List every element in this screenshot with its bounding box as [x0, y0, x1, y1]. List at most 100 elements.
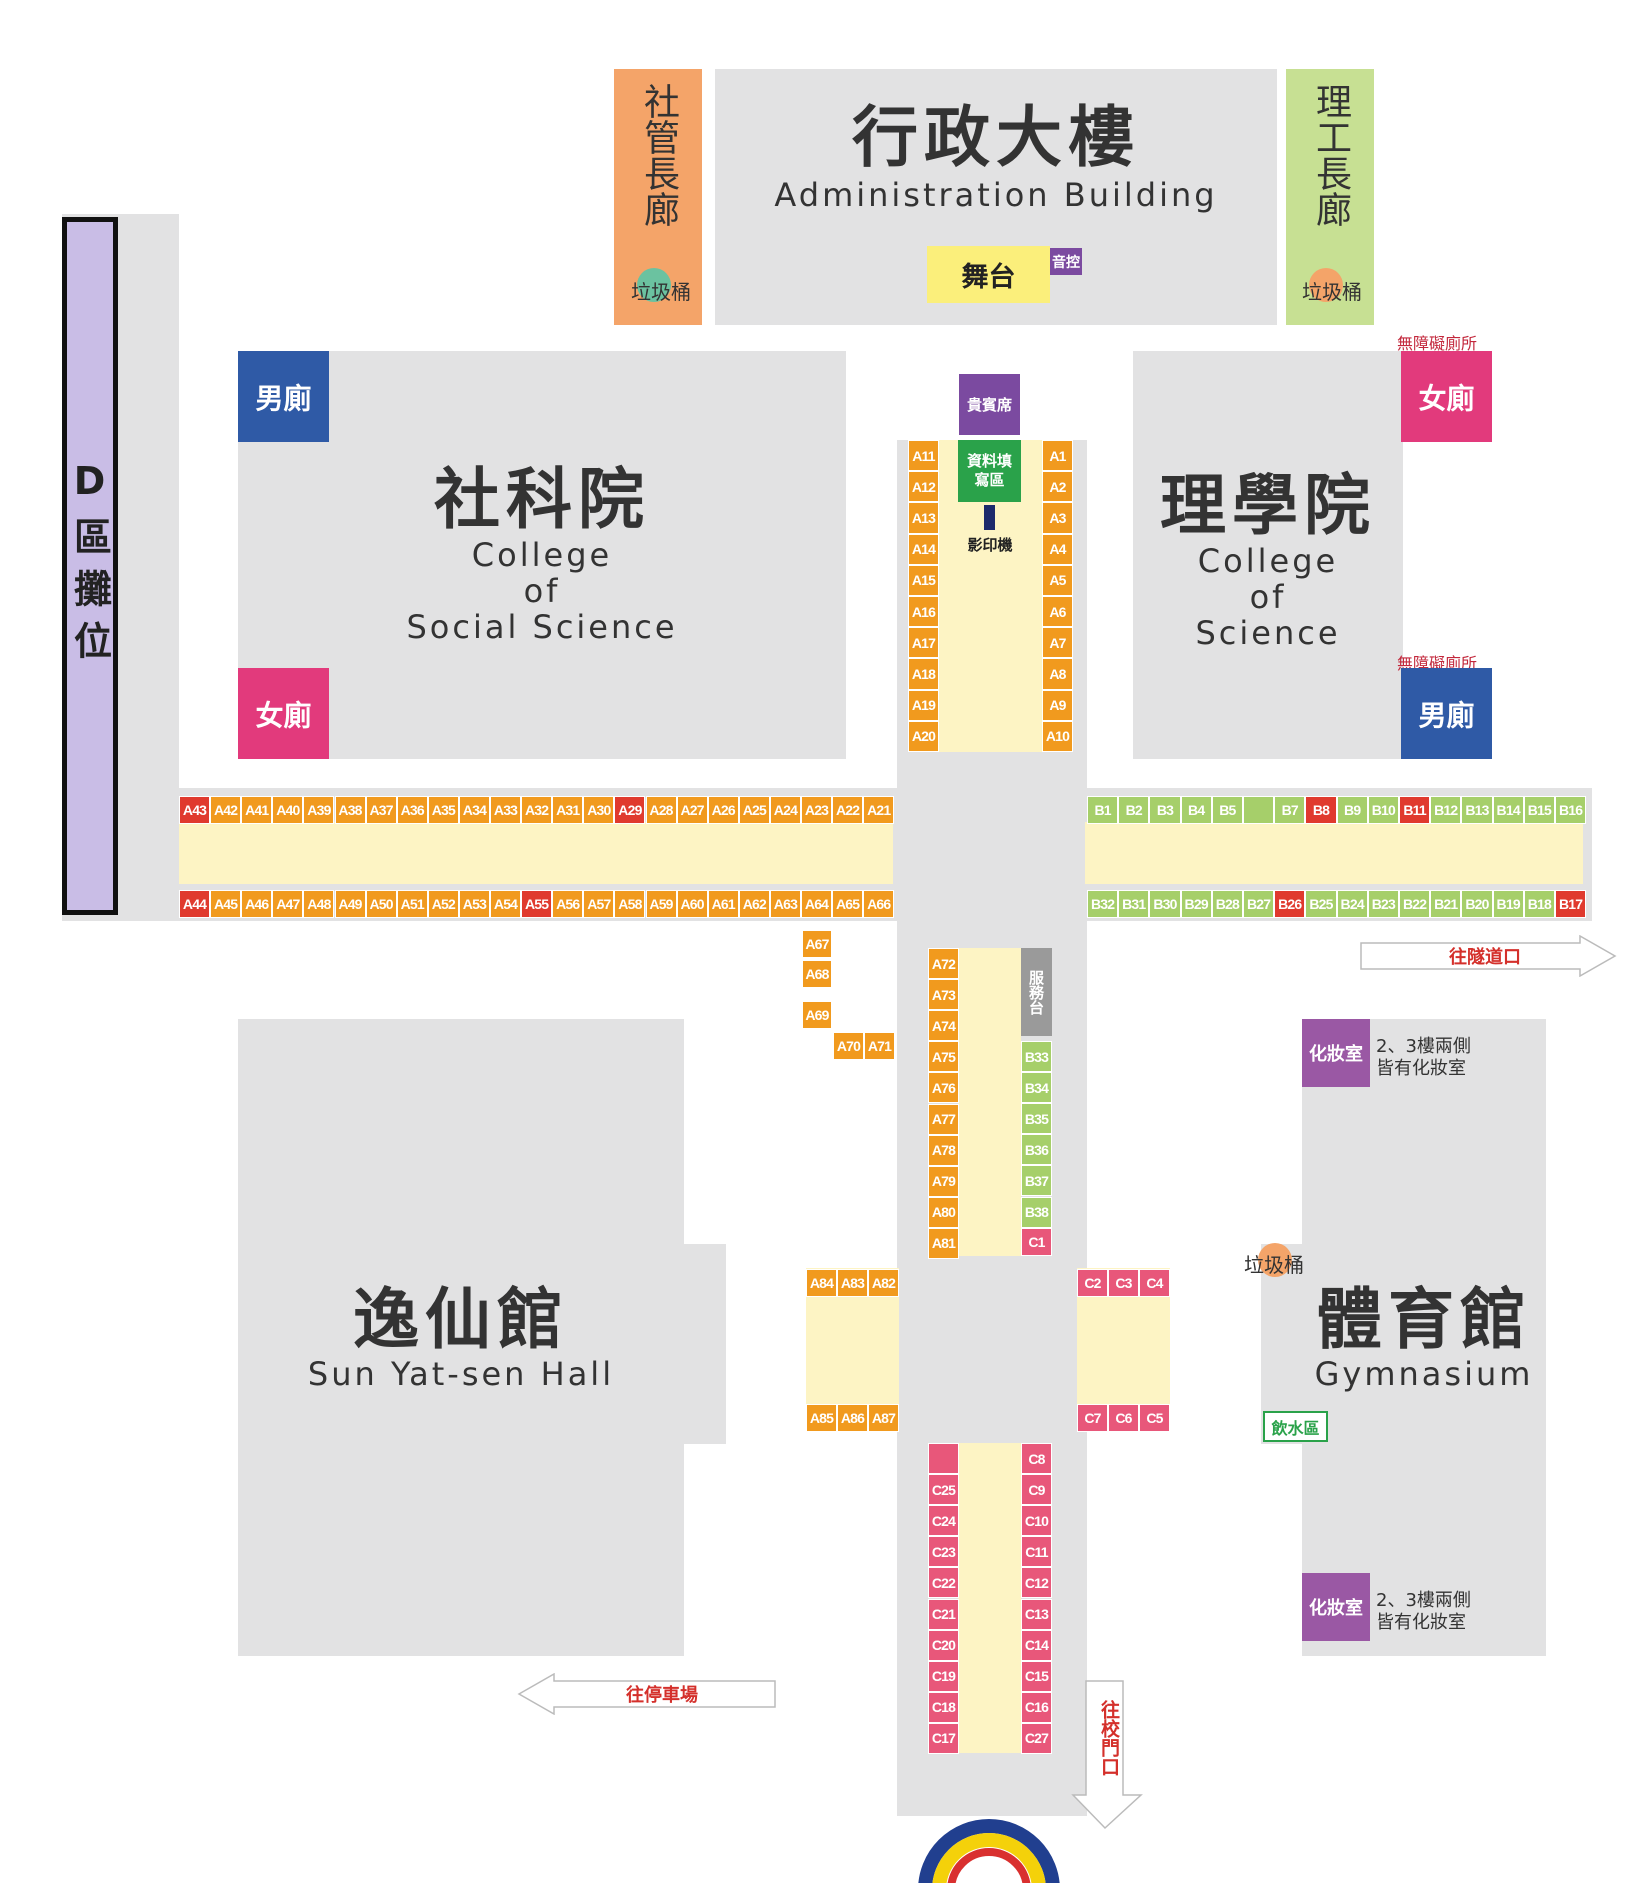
stall-a34[interactable]: A34	[458, 796, 490, 824]
stall-c4[interactable]: C4	[1139, 1269, 1170, 1297]
stall-c10[interactable]: C10	[1021, 1505, 1052, 1537]
stall-a38[interactable]: A38	[334, 796, 366, 824]
stall-b22[interactable]: B22	[1399, 890, 1431, 918]
stall-a56[interactable]: A56	[552, 890, 584, 918]
stall-a60[interactable]: A60	[676, 890, 708, 918]
stall-a78[interactable]: A78	[928, 1134, 959, 1166]
stall-c22[interactable]: C22	[928, 1567, 959, 1599]
makeup-room-lower[interactable]: 化妝室	[1302, 1573, 1370, 1641]
stall-blank[interactable]	[928, 1443, 959, 1475]
stall-a44[interactable]: A44	[179, 890, 211, 918]
stall-b16[interactable]: B16	[1555, 796, 1587, 824]
stall-a59[interactable]: A59	[645, 890, 677, 918]
stall-a22[interactable]: A22	[832, 796, 864, 824]
college-of-science[interactable]	[1133, 351, 1403, 759]
stall-a87[interactable]: A87	[868, 1404, 899, 1432]
stall-a32[interactable]: A32	[521, 796, 553, 824]
stall-a30[interactable]: A30	[583, 796, 615, 824]
stall-a17[interactable]: A17	[908, 627, 939, 659]
stall-a72[interactable]: A72	[928, 948, 959, 980]
stall-a9[interactable]: A9	[1042, 689, 1073, 721]
stall-c1[interactable]: C1	[1021, 1228, 1052, 1256]
stall-a6[interactable]: A6	[1042, 596, 1073, 628]
stall-a4[interactable]: A4	[1042, 533, 1073, 565]
stall-a73[interactable]: A73	[928, 979, 959, 1011]
stall-a25[interactable]: A25	[738, 796, 770, 824]
stall-c8[interactable]: C8	[1021, 1443, 1052, 1475]
stall-b36[interactable]: B36	[1021, 1134, 1052, 1166]
stall-b3[interactable]: B3	[1149, 796, 1181, 824]
stall-a2[interactable]: A2	[1042, 471, 1073, 503]
stall-a33[interactable]: A33	[490, 796, 522, 824]
stall-b17[interactable]: B17	[1555, 890, 1587, 918]
stall-b31[interactable]: B31	[1118, 890, 1150, 918]
stall-a14[interactable]: A14	[908, 533, 939, 565]
service-desk[interactable]: 服務台	[1021, 948, 1052, 1036]
stall-a58[interactable]: A58	[614, 890, 646, 918]
stall-a65[interactable]: A65	[832, 890, 864, 918]
stall-c9[interactable]: C9	[1021, 1474, 1052, 1506]
stall-a12[interactable]: A12	[908, 471, 939, 503]
stall-a23[interactable]: A23	[801, 796, 833, 824]
stall-b33[interactable]: B33	[1021, 1041, 1052, 1073]
stall-a80[interactable]: A80	[928, 1196, 959, 1228]
gymnasium[interactable]	[1302, 1019, 1546, 1656]
stall-a46[interactable]: A46	[241, 890, 273, 918]
makeup-room-upper[interactable]: 化妝室	[1302, 1019, 1370, 1087]
stall-b1[interactable]: B1	[1087, 796, 1119, 824]
sun-yat-sen-hall[interactable]	[238, 1019, 684, 1656]
stall-c24[interactable]: C24	[928, 1505, 959, 1537]
stall-b35[interactable]: B35	[1021, 1103, 1052, 1135]
stall-a20[interactable]: A20	[908, 720, 939, 752]
stall-b5[interactable]: B5	[1211, 796, 1243, 824]
stall-b10[interactable]: B10	[1367, 796, 1399, 824]
stall-a45[interactable]: A45	[210, 890, 242, 918]
stall-a83[interactable]: A83	[837, 1269, 868, 1297]
stall-a53[interactable]: A53	[458, 890, 490, 918]
stall-a39[interactable]: A39	[303, 796, 335, 824]
stall-b19[interactable]: B19	[1492, 890, 1524, 918]
info-form-area[interactable]: 資料填寫區	[958, 440, 1021, 502]
stall-a26[interactable]: A26	[707, 796, 739, 824]
womens-restroom-science[interactable]: 女廁	[1401, 351, 1492, 442]
stall-a61[interactable]: A61	[707, 890, 739, 918]
stall-a35[interactable]: A35	[427, 796, 459, 824]
womens-restroom-social-science[interactable]: 女廁	[238, 668, 329, 759]
stall-a11[interactable]: A11	[908, 440, 939, 472]
stall-a41[interactable]: A41	[241, 796, 273, 824]
to-school-gate-arrow[interactable]: 往校門口	[1071, 1680, 1147, 1830]
stall-a28[interactable]: A28	[645, 796, 677, 824]
stall-a47[interactable]: A47	[272, 890, 304, 918]
stall-a66[interactable]: A66	[863, 890, 895, 918]
stall-b24[interactable]: B24	[1336, 890, 1368, 918]
stall-b18[interactable]: B18	[1523, 890, 1555, 918]
stall-a5[interactable]: A5	[1042, 564, 1073, 596]
stall-c3[interactable]: C3	[1108, 1269, 1139, 1297]
stall-a1[interactable]: A1	[1042, 440, 1073, 472]
stall-a7[interactable]: A7	[1042, 627, 1073, 659]
stall-a8[interactable]: A8	[1042, 658, 1073, 690]
stall-b32[interactable]: B32	[1087, 890, 1119, 918]
stall-a71[interactable]: A71	[864, 1032, 895, 1060]
stall-a15[interactable]: A15	[908, 564, 939, 596]
stall-a42[interactable]: A42	[210, 796, 242, 824]
stall-b38[interactable]: B38	[1021, 1196, 1052, 1228]
stall-a81[interactable]: A81	[928, 1227, 959, 1259]
stall-a21[interactable]: A21	[863, 796, 895, 824]
stall-a51[interactable]: A51	[396, 890, 428, 918]
stall-a67[interactable]: A67	[802, 930, 832, 958]
stall-a43[interactable]: A43	[179, 796, 211, 824]
stall-b12[interactable]: B12	[1430, 796, 1462, 824]
stall-a57[interactable]: A57	[583, 890, 615, 918]
stall-a79[interactable]: A79	[928, 1165, 959, 1197]
stall-a40[interactable]: A40	[272, 796, 304, 824]
stall-c16[interactable]: C16	[1021, 1691, 1052, 1723]
stall-a13[interactable]: A13	[908, 502, 939, 534]
zone-d-stalls[interactable]: D區攤位	[62, 217, 118, 915]
stall-c7[interactable]: C7	[1077, 1404, 1108, 1432]
stall-a70[interactable]: A70	[833, 1032, 864, 1060]
stall-a74[interactable]: A74	[928, 1010, 959, 1042]
stall-a82[interactable]: A82	[868, 1269, 899, 1297]
stall-a52[interactable]: A52	[427, 890, 459, 918]
stall-b9[interactable]: B9	[1336, 796, 1368, 824]
